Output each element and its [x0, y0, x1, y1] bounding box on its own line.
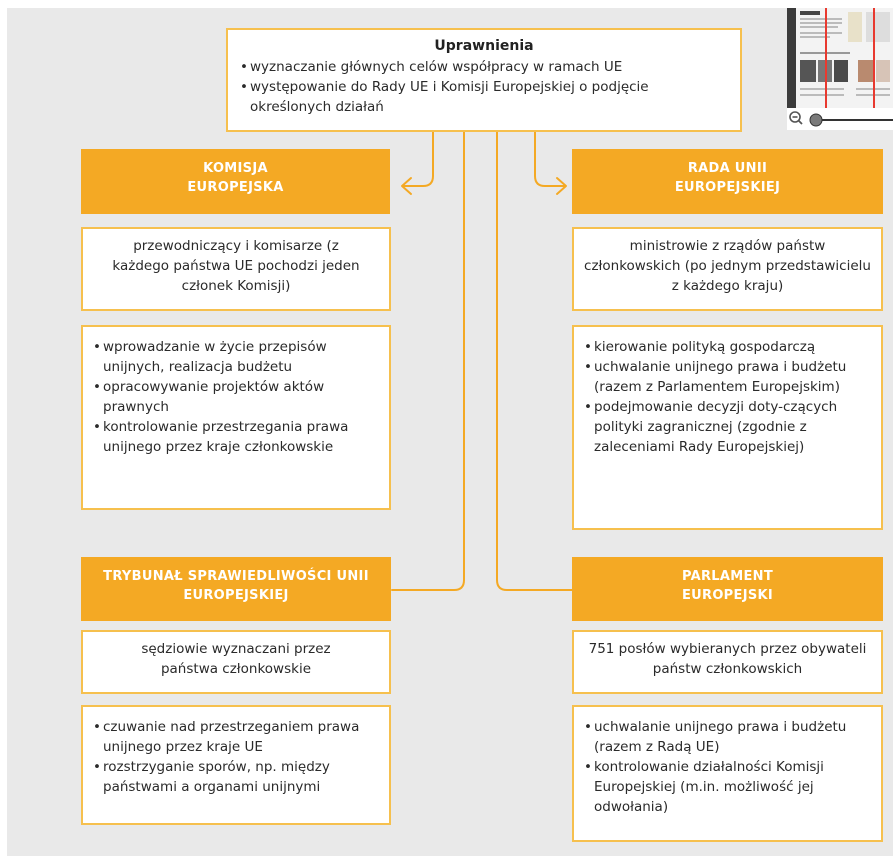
page-thumbnail[interactable] — [787, 8, 893, 108]
trybunal-composition: sędziowie wyznaczani przez państwa człon… — [81, 630, 391, 694]
parlament-powers: uchwalanie unijnego prawa i budżetu (raz… — [572, 705, 883, 842]
komisja-header: KOMISJA EUROPEJSKA — [81, 149, 390, 214]
zoom-out-icon — [789, 111, 803, 125]
arrow-head-rada — [556, 177, 567, 195]
rada-power-item: uchwalanie unijnego prawa i budżetu (raz… — [584, 357, 871, 397]
zoom-slider-graphic — [789, 111, 893, 127]
komisja-composition: przewodniczący i komisarze (z każdego pa… — [81, 227, 391, 311]
powers-title: Uprawnienia — [434, 38, 534, 54]
powers-box: Uprawnienia wyznaczanie głównych celów w… — [226, 28, 742, 132]
trybunal-title: TRYBUNAŁ SPRAWIEDLIWOŚCI UNII EUROPEJSKI… — [103, 569, 369, 603]
komisja-power-item: wprowadzanie w życie przepisów unijnych,… — [93, 337, 379, 377]
komisja-powers: wprowadzanie w życie przepisów unijnych,… — [81, 325, 391, 510]
rada-composition-text: ministrowie z rządów państw członkowskic… — [584, 238, 871, 294]
parlament-power-item: uchwalanie unijnego prawa i budżetu (raz… — [584, 717, 871, 757]
zoom-control — [787, 108, 893, 130]
parlament-composition-text: 751 posłów wybieranych przez obywateli p… — [588, 641, 867, 677]
thumbnail-page — [796, 8, 893, 108]
trybunal-powers-list: czuwanie nad przestrzeganiem prawa unijn… — [93, 717, 379, 797]
komisja-power-item: opracowywanie projektów aktów prawnych — [93, 377, 379, 417]
powers-item: występowanie do Rady UE i Komisji Europe… — [240, 77, 728, 117]
zoom-slider-handle — [809, 113, 823, 127]
trybunal-powers: czuwanie nad przestrzeganiem prawa unijn… — [81, 705, 391, 825]
trybunal-power-item: rozstrzyganie sporów, np. między państwa… — [93, 757, 379, 797]
komisja-composition-text: przewodniczący i komisarze (z każdego pa… — [112, 238, 360, 294]
rada-powers: kierowanie polityką gospodarczą uchwalan… — [572, 325, 883, 530]
rada-composition: ministrowie z rządów państw członkowskic… — [572, 227, 883, 311]
komisja-title: KOMISJA EUROPEJSKA — [187, 161, 284, 195]
trybunal-power-item: czuwanie nad przestrzeganiem prawa unijn… — [93, 717, 379, 757]
komisja-power-item: kontrolowanie przestrzegania prawa unijn… — [93, 417, 379, 457]
rada-power-item: kierowanie polityką gospodarczą — [584, 337, 871, 357]
trybunal-header: TRYBUNAŁ SPRAWIEDLIWOŚCI UNII EUROPEJSKI… — [81, 557, 391, 621]
komisja-powers-list: wprowadzanie w życie przepisów unijnych,… — [93, 337, 379, 457]
rada-header: RADA UNII EUROPEJSKIEJ — [572, 149, 883, 214]
parlament-power-item: kontrolowanie działalności Komisji Europ… — [584, 757, 871, 817]
trybunal-composition-text: sędziowie wyznaczani przez państwa człon… — [141, 641, 331, 677]
parlament-title: PARLAMENT EUROPEJSKI — [681, 569, 774, 603]
line-to-trybunal — [391, 130, 465, 591]
rada-title: RADA UNII EUROPEJSKIEJ — [674, 161, 781, 195]
parlament-powers-list: uchwalanie unijnego prawa i budżetu (raz… — [584, 717, 871, 817]
parlament-composition: 751 posłów wybieranych przez obywateli p… — [572, 630, 883, 694]
rada-powers-list: kierowanie polityką gospodarczą uchwalan… — [584, 337, 871, 457]
powers-list: wyznaczanie głównych celów współpracy w … — [240, 57, 728, 117]
arrow-to-komisja — [402, 130, 434, 187]
rada-power-item: podejmowanie decyzji doty-czących polity… — [584, 397, 871, 457]
arrow-head-komisja — [401, 177, 412, 195]
thumbnail-preview-graphic — [800, 8, 890, 108]
arrow-to-rada — [534, 130, 566, 187]
parlament-header: PARLAMENT EUROPEJSKI — [572, 557, 883, 621]
powers-item: wyznaczanie głównych celów współpracy w … — [240, 57, 728, 77]
line-to-parlament — [496, 130, 573, 591]
